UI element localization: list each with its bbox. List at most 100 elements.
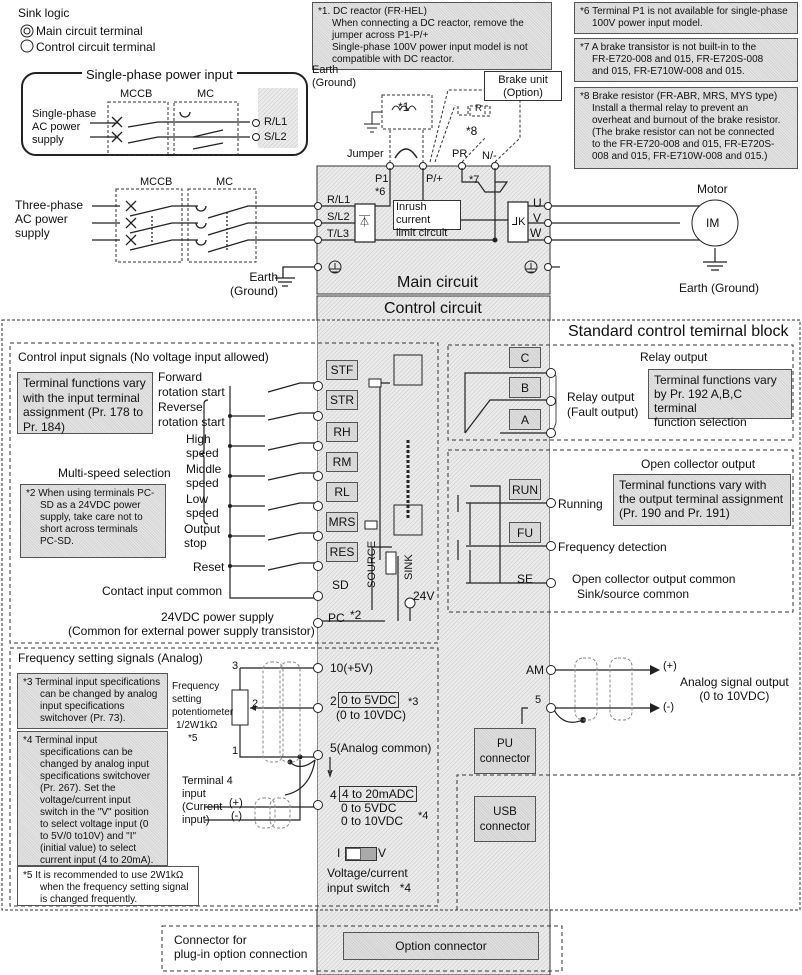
input-r: R/L1 [327, 194, 351, 206]
option-connector[interactable]: Option connector [343, 932, 539, 960]
p-plus-label: P/+ [426, 173, 443, 185]
terminal-res: RES [326, 542, 358, 562]
terminal-2-range: 0 to 5VDC [338, 692, 400, 708]
terminal-mrs: MRS [326, 512, 358, 532]
mccb-label: MCCB [120, 88, 153, 100]
terminal-a: A [509, 409, 541, 430]
output-w: W [530, 226, 542, 240]
p1-note: *6 [375, 186, 386, 198]
terminal-run: RUN [509, 479, 541, 500]
pot-pin-3: 3 [232, 660, 239, 672]
pot-pin-2: 2 [252, 698, 259, 710]
open-collector-title: Open collector output [641, 457, 756, 471]
note-6: *6 Terminal P1 is not available for sing… [574, 2, 798, 34]
brake-resistor-mark: *8 [466, 124, 478, 138]
terminal-str: STR [326, 390, 358, 410]
legend-control-terminal: Control circuit terminal [36, 40, 156, 54]
note-3: *3 Terminal input specifications can be … [17, 673, 168, 729]
terminal-2-alt: (0 to 10VDC) [336, 708, 407, 722]
pc-note: *2 [350, 608, 362, 622]
single-terminal-s: S/L2 [264, 131, 287, 143]
v24-label: 24V [413, 589, 435, 603]
jumper-label: Jumper [347, 148, 384, 160]
legend-main-terminal: Main circuit terminal [36, 24, 143, 38]
earth-top: Earth(Ground) [312, 64, 357, 89]
control-circuit-title: Control circuit [384, 300, 482, 317]
terminal-pc: PC [328, 611, 345, 625]
signal-reset: Reset [193, 560, 225, 574]
analog-section-title: Frequency setting signals (Analog) [18, 651, 203, 665]
running-label: Running [558, 497, 603, 511]
transistor-note: *7 [469, 174, 480, 186]
input-section-title: Control input signals (No voltage input … [18, 350, 269, 364]
terminal-c: C [509, 347, 541, 368]
pr-label: PR [452, 148, 468, 160]
sink-label: SINK [403, 554, 415, 580]
note-4: *4 Terminal input specifications can be … [17, 731, 168, 866]
p1-label: P1 [375, 173, 389, 185]
switch-v-label: V [378, 846, 387, 860]
terminal-2: 2 [330, 694, 337, 708]
inverter-icon: ⅃K [512, 216, 526, 228]
terminal4-minus: (-) [231, 810, 242, 822]
terminal-rm: RM [326, 452, 358, 472]
note-1-dc-reactor: *1. DC reactor (FR-HEL) When connecting … [312, 2, 552, 70]
terminal-stf: STF [326, 360, 358, 380]
multi-speed-label: Multi-speed selection [58, 466, 171, 480]
earth-left: Earth(Ground) [230, 270, 279, 298]
motor-label: Motor [697, 182, 728, 196]
terminal-am: AM [526, 663, 544, 677]
terminal-sd: SD [332, 578, 349, 592]
input-s: S/L2 [327, 211, 350, 223]
power-24v-label: 24VDC power supply(Common for external p… [68, 610, 315, 638]
voltage-current-switch[interactable] [345, 847, 377, 861]
main-circuit-title: Main circuit [397, 274, 478, 291]
pot-pin-1: 1 [232, 745, 239, 757]
mccb-label-3ph: MCCB [140, 176, 173, 188]
am-minus: (-) [663, 701, 674, 713]
frequency-detection-label: Frequency detection [558, 540, 667, 554]
relay-output-label: Relay output(Fault output) [567, 390, 639, 419]
single-terminal-r: R/L1 [264, 116, 288, 128]
note-2: *2 When using terminals PC- SD as a 24VD… [20, 484, 166, 558]
terminal-4-range: 4 to 20mADC [339, 786, 418, 802]
note-8: *8 Brake resistor (FR-ABR, MRS, MYS type… [574, 87, 798, 169]
note-5: *5 It is recommended to use 2W1kΩ when t… [17, 866, 199, 906]
dc-reactor-mark: *1 [398, 100, 410, 114]
terminal-2-note: *3 [408, 696, 419, 708]
source-label: SOURCE [366, 540, 378, 588]
terminal-b: B [509, 377, 541, 398]
earth-right: Earth (Ground) [679, 281, 760, 295]
terminal-fu: FU [509, 522, 541, 543]
n-minus-label: N/- [482, 150, 497, 162]
input-t: T/L3 [327, 228, 350, 240]
mc-label: MC [197, 88, 215, 100]
terminal-5: 5(Analog common) [330, 741, 432, 755]
am-plus: (+) [663, 660, 677, 672]
switch-i-label: I [337, 846, 341, 860]
brake-unit-box: Brake unit(Option) [484, 71, 562, 101]
terminal-rh: RH [326, 422, 358, 442]
resistor-label: R [475, 103, 482, 114]
output-u: U [533, 196, 542, 210]
terminal-am-5: 5 [535, 694, 542, 706]
terminal-rl: RL [326, 482, 358, 502]
single-phase-title: Single-phase power input [82, 68, 237, 82]
